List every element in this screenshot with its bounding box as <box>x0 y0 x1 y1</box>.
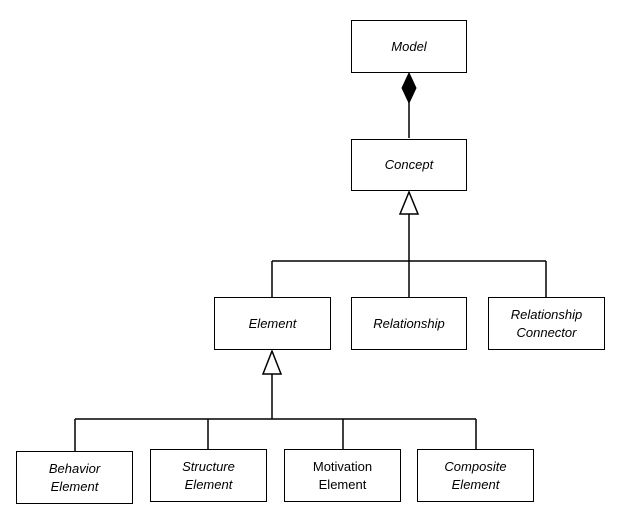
class-label-element: Element <box>248 315 297 331</box>
class-box-behavior-element: Behavior Element <box>16 451 133 504</box>
class-box-concept: Concept <box>351 139 467 191</box>
class-label-relationship: Relationship <box>373 315 445 331</box>
class-label-composite-element-line-2: Element <box>451 476 500 492</box>
class-label-behavior-element-line-1: Behavior <box>48 460 101 476</box>
class-box-motivation-element: Motivation Element <box>284 449 401 502</box>
class-label-behavior-element-line-2: Element <box>50 478 99 494</box>
class-label-model: Model <box>391 38 427 54</box>
class-label-relationship-connector-line-1: Relationship <box>510 306 583 322</box>
class-label-concept: Concept <box>384 157 434 172</box>
generalization-arrowhead-icon <box>398 190 420 215</box>
class-box-element: Element <box>214 297 331 350</box>
class-box-composite-element: Composite Element <box>417 449 534 502</box>
class-box-model: Model <box>351 20 467 73</box>
class-label-structure-element-line-2: Element <box>184 476 233 492</box>
composition-diamond-icon <box>401 71 417 105</box>
class-label-structure-element-line-1: Structure <box>182 458 235 474</box>
class-label-motivation-element-line-2: Element <box>318 476 367 492</box>
class-label-motivation-element-line-1: Motivation <box>312 458 373 474</box>
class-box-structure-element: Structure Element <box>150 449 267 502</box>
generalization-arrowhead-icon <box>261 348 283 375</box>
class-box-relationship: Relationship <box>351 297 467 350</box>
class-label-composite-element-line-1: Composite <box>444 458 507 474</box>
class-box-relationship-connector: Relationship Connector <box>488 297 605 350</box>
class-label-relationship-connector-line-2: Connector <box>516 324 577 340</box>
